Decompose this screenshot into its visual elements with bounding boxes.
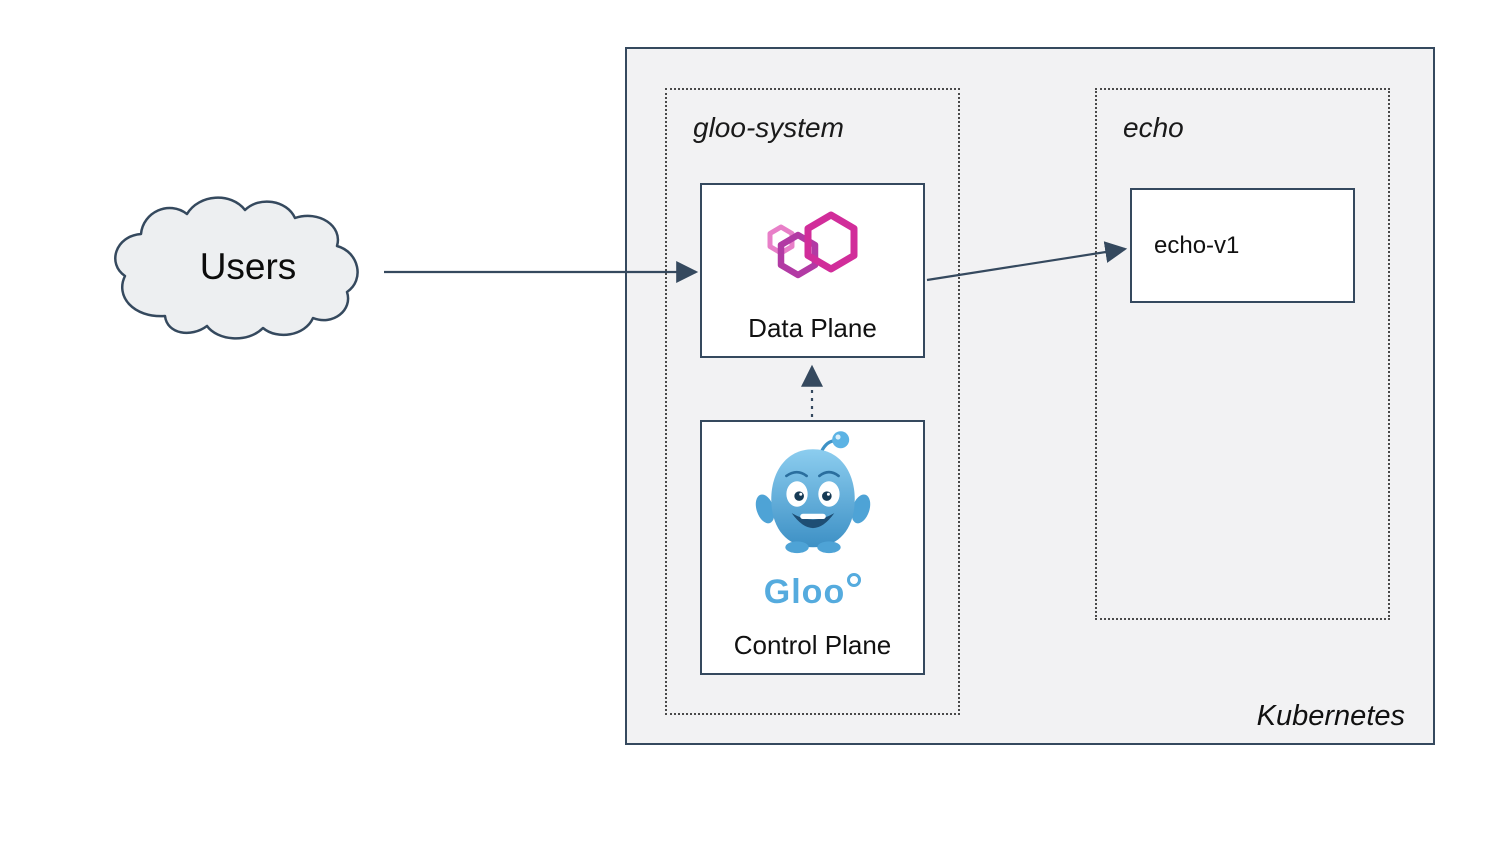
echo-label: echo bbox=[1123, 112, 1184, 143]
namespace-gloo-system: gloo-system bbox=[665, 88, 960, 715]
users-label: Users bbox=[199, 246, 297, 287]
control-plane-node: Gloo Control Plane bbox=[700, 420, 925, 675]
namespace-echo: echo bbox=[1095, 88, 1390, 620]
gloo-wordmark-text: Gloo bbox=[763, 573, 846, 611]
control-plane-label: Control Plane bbox=[733, 630, 892, 660]
gloo-wordmark: Gloo bbox=[763, 573, 862, 611]
gloo-mascot-icon bbox=[755, 431, 870, 554]
gloo-proxy-hexagons-icon bbox=[767, 211, 857, 279]
data-plane-node: Data Plane bbox=[700, 183, 925, 358]
gloo-wordmark-ring-icon bbox=[847, 573, 862, 587]
echo-v1-node: echo-v1 bbox=[1130, 188, 1355, 303]
data-plane-label: Data Plane bbox=[748, 313, 877, 343]
kubernetes-label: Kubernetes bbox=[1256, 700, 1405, 732]
users-cloud: Users bbox=[103, 188, 393, 358]
gloo-system-label: gloo-system bbox=[693, 112, 844, 143]
cloud-icon bbox=[114, 196, 359, 340]
echo-v1-label: echo-v1 bbox=[1154, 231, 1240, 259]
